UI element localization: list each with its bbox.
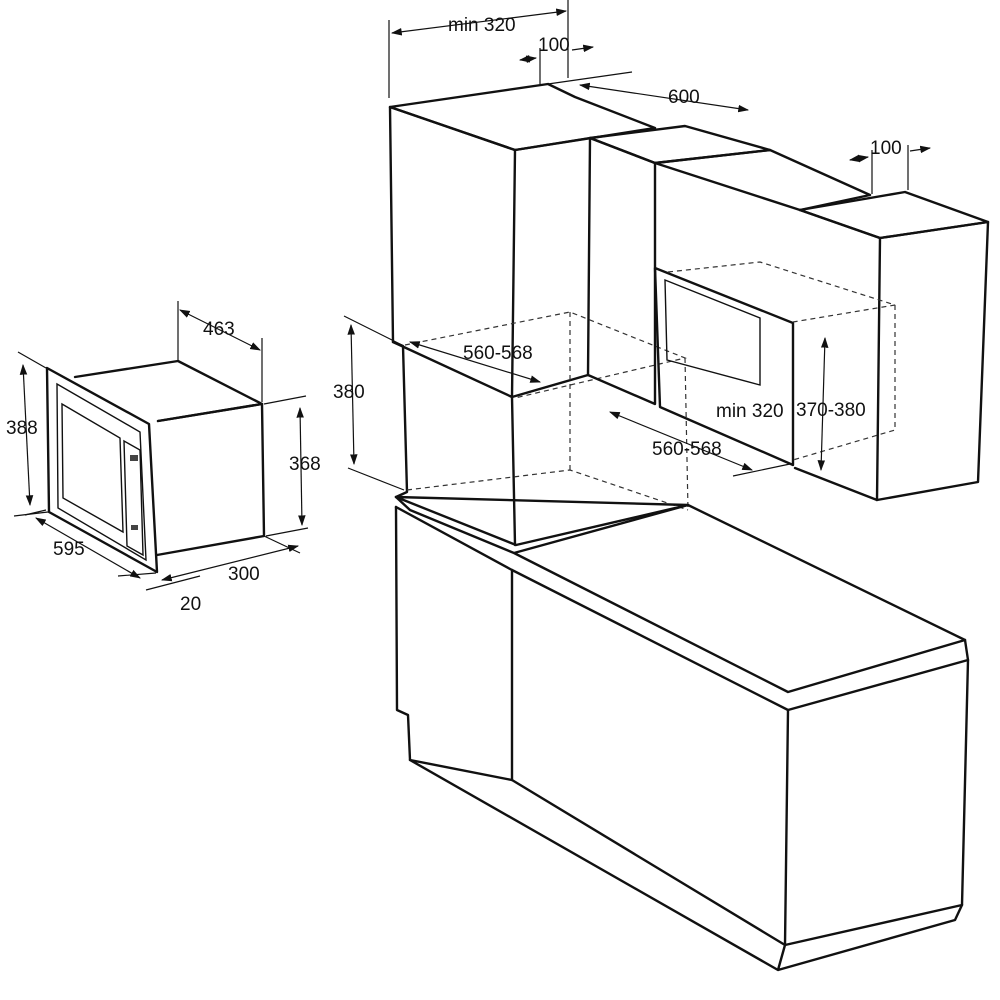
microwave-dimensions: 388 368 463 595 300 20 <box>6 301 321 615</box>
dim-463-label: 463 <box>203 319 235 340</box>
dim-100-right-ext <box>871 145 909 194</box>
dim-300-ext <box>263 535 301 554</box>
dim-595-line <box>35 517 141 579</box>
upper-units-dimensions: 600 100 370-380 min 320 560-568 <box>547 71 932 477</box>
dim-370-380-line <box>817 336 829 472</box>
counter-top <box>394 495 967 694</box>
base-cabinet <box>394 495 970 972</box>
dim-100-right-label: 100 <box>870 138 902 159</box>
wall-cabinet-side <box>510 136 592 399</box>
dim-min320-line <box>390 8 568 36</box>
microwave-front-inner <box>56 382 147 562</box>
wall-cabinet-top <box>388 82 657 152</box>
dim-100-top-line <box>518 55 538 63</box>
dim-600-label: 600 <box>668 87 700 108</box>
dim-380-line <box>347 323 358 466</box>
dim-560-left-label: 560-568 <box>463 343 533 364</box>
tall-cabinet-left-front <box>394 505 514 782</box>
base-front <box>510 708 790 947</box>
dim-370-380-label: 370-380 <box>796 400 866 421</box>
shelf-plate <box>394 495 690 547</box>
plinth <box>408 758 964 972</box>
upper-niche-frame <box>653 161 802 467</box>
dim-368-label: 368 <box>289 454 321 475</box>
wall-cabinet <box>388 82 689 547</box>
dim-380-label: 380 <box>333 382 365 403</box>
dim-388-label: 388 <box>6 418 38 439</box>
dim-20-label: 20 <box>180 594 201 615</box>
dim-300-line <box>160 544 300 582</box>
microwave-top <box>73 359 264 423</box>
microwave-control-panel <box>123 439 144 557</box>
dim-595-label: 595 <box>53 539 85 560</box>
dim-388-line <box>19 363 34 507</box>
upper-right-side <box>875 220 990 502</box>
microwave-front-frame <box>45 366 159 574</box>
dim-300-label: 300 <box>228 564 260 585</box>
niche-dashed-top <box>404 311 687 399</box>
dim-600-ext <box>547 71 633 85</box>
dim-min320-niche-label: min 320 <box>716 401 784 422</box>
upper-middle-front <box>586 136 657 406</box>
dim-min320-ext <box>388 0 569 98</box>
niche-back <box>510 395 517 547</box>
control-button-icon <box>130 455 138 461</box>
dim-368-line <box>296 406 306 527</box>
microwave-side <box>155 402 266 557</box>
upper-middle-top <box>588 124 772 165</box>
dim-560-right-ext <box>732 463 791 477</box>
wall-cabinet-dimensions: min 320 100 380 560-568 <box>333 0 595 491</box>
niche-dashed-bottom <box>406 469 689 511</box>
upper-niche-inner <box>664 278 761 386</box>
dim-100-right-line <box>848 154 870 163</box>
dim-463-line <box>179 309 261 351</box>
dim-100-top-line2 <box>571 44 595 53</box>
dim-600-line <box>578 82 750 113</box>
dim-380-ext <box>343 315 405 491</box>
dim-463-ext <box>177 301 263 402</box>
dim-560-right-line <box>609 411 753 471</box>
upper-niche-dashed <box>667 261 896 461</box>
upper-shelf-top <box>653 148 872 212</box>
dim-100-right-line2 <box>909 145 932 154</box>
upper-right-top <box>798 190 990 240</box>
dim-560-left-line <box>408 341 542 383</box>
dim-595-ext <box>13 511 157 577</box>
upper-units <box>586 124 990 502</box>
dim-min320-label: min 320 <box>448 15 516 36</box>
dim-560-right-label: 560-568 <box>652 439 722 460</box>
upper-right-front <box>793 208 882 502</box>
control-button-icon <box>131 525 138 530</box>
dim-20-line <box>145 575 201 591</box>
dim-368-ext <box>263 395 309 537</box>
microwave-door-glass <box>61 402 124 534</box>
niche-front-left <box>391 340 409 499</box>
counter-edge <box>394 505 970 712</box>
dim-100-top-label: 100 <box>538 35 570 56</box>
